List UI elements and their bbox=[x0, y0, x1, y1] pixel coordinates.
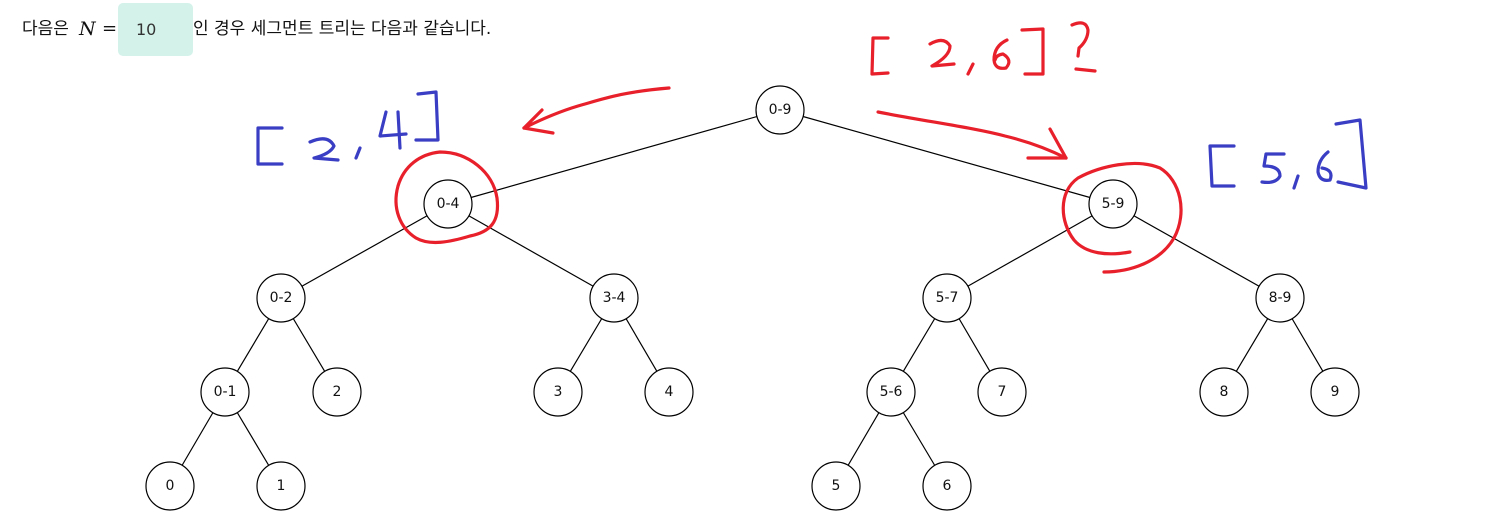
tree-nodes: 0-9 0-4 5-9 0-2 3-4 5-7 8-9 0-1 2 3 4 5-6 7 8 9 0 1 5 6 bbox=[145, 85, 1360, 511]
n-value-input[interactable] bbox=[118, 3, 193, 56]
arrow-left-annotation bbox=[522, 86, 671, 135]
tree-node: 9 bbox=[1310, 367, 1360, 417]
tree-node-circle bbox=[1088, 179, 1138, 229]
tree-node-label: 6 bbox=[943, 478, 952, 494]
tree-node-circle bbox=[1199, 367, 1249, 417]
tree-node-label: 2 bbox=[333, 384, 342, 400]
tree-node-label: 4 bbox=[665, 384, 674, 400]
annotation-right-text bbox=[1208, 118, 1368, 190]
tree-edge bbox=[946, 203, 1114, 299]
tree-node-label: 0-1 bbox=[214, 384, 237, 400]
tree-node-label: 8-9 bbox=[1269, 290, 1292, 306]
tree-node: 0-4 bbox=[423, 179, 473, 229]
tree-node-circle bbox=[423, 179, 473, 229]
sentence-suffix: 인 경우 세그먼트 트리는 다음과 같습니다. bbox=[193, 19, 492, 39]
tree-node: 5-9 bbox=[1088, 179, 1138, 229]
tree-node: 8 bbox=[1199, 367, 1249, 417]
tree-node-circle bbox=[644, 367, 694, 417]
tree-node-label: 0-2 bbox=[270, 290, 293, 306]
arrow-right-annotation bbox=[876, 110, 1068, 160]
tree-node-label: 0-4 bbox=[437, 196, 460, 212]
tree-node: 5-7 bbox=[922, 273, 972, 323]
tree-node: 1 bbox=[256, 461, 306, 511]
circle-highlight-0-4 bbox=[394, 150, 500, 245]
tree-node-label: 5-7 bbox=[936, 290, 959, 306]
tree-node-circle bbox=[1310, 367, 1360, 417]
tree-node: 0 bbox=[145, 461, 195, 511]
tree-node-circle bbox=[533, 367, 583, 417]
tree-node-circle bbox=[312, 367, 362, 417]
tree-node-circle bbox=[145, 461, 195, 511]
tree-edge bbox=[447, 109, 781, 205]
tree-node-label: 7 bbox=[998, 384, 1007, 400]
annotation-query-text bbox=[870, 21, 1097, 76]
tree-node-label: 1 bbox=[277, 478, 286, 494]
tree-node-label: 3-4 bbox=[603, 290, 626, 306]
tree-node: 5 bbox=[811, 461, 861, 511]
tree-node-circle bbox=[922, 273, 972, 323]
tree-node-circle bbox=[977, 367, 1027, 417]
sentence-prefix: 다음은 bbox=[22, 19, 69, 39]
tree-node-circle bbox=[589, 273, 639, 323]
tree-node-label: 0-9 bbox=[769, 102, 792, 118]
tree-edge bbox=[447, 203, 615, 299]
tree-node-label: 5-6 bbox=[880, 384, 903, 400]
tree-node: 2 bbox=[312, 367, 362, 417]
variable-n: N bbox=[79, 18, 96, 40]
tree-node: 6 bbox=[922, 461, 972, 511]
circle-highlight-5-9 bbox=[1061, 161, 1183, 274]
equals-sign: = bbox=[102, 18, 118, 39]
tree-node-circle bbox=[1255, 273, 1305, 323]
tree-node-label: 3 bbox=[554, 384, 563, 400]
tree-node-circle bbox=[866, 367, 916, 417]
tree-node-label: 5 bbox=[832, 478, 841, 494]
tree-node: 0-9 bbox=[755, 85, 805, 135]
tree-node: 0-2 bbox=[256, 273, 306, 323]
tree-node-circle bbox=[922, 461, 972, 511]
tree-node-label: 5-9 bbox=[1102, 196, 1125, 212]
tree-node: 4 bbox=[644, 367, 694, 417]
annotation-left-text bbox=[256, 90, 440, 166]
tree-node-circle bbox=[200, 367, 250, 417]
tree-node: 3-4 bbox=[589, 273, 639, 323]
tree-node-label: 0 bbox=[166, 478, 175, 494]
tree-edge bbox=[779, 109, 1114, 205]
tree-node: 8-9 bbox=[1255, 273, 1305, 323]
tree-node: 3 bbox=[533, 367, 583, 417]
tree-edge bbox=[1112, 203, 1281, 299]
tree-node-circle bbox=[256, 461, 306, 511]
tree-node: 7 bbox=[977, 367, 1027, 417]
tree-node-circle bbox=[256, 273, 306, 323]
tree-node: 0-1 bbox=[200, 367, 250, 417]
handwritten-annotations bbox=[256, 21, 1368, 274]
tree-node-label: 9 bbox=[1331, 384, 1340, 400]
tree-node-circle bbox=[755, 85, 805, 135]
tree-node: 5-6 bbox=[866, 367, 916, 417]
tree-node-circle bbox=[811, 461, 861, 511]
tree-node-label: 8 bbox=[1220, 384, 1229, 400]
tree-edge bbox=[280, 203, 449, 299]
